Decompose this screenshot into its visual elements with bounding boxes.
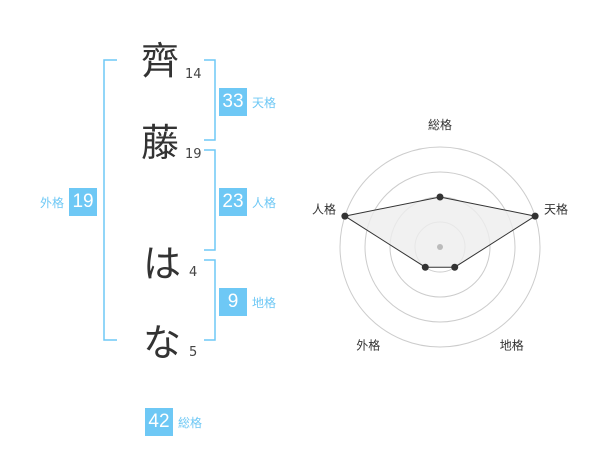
- radar-axis-label: 人格: [312, 201, 336, 216]
- name-char-2: 藤: [141, 121, 180, 165]
- gaikaku-value: 19: [69, 188, 98, 216]
- radar-axis-label: 天格: [544, 201, 568, 216]
- gaikaku-label: 外格: [40, 195, 65, 210]
- soukaku-label: 総格: [178, 415, 203, 430]
- jinkaku-value: 23: [219, 188, 247, 216]
- radar-point-地格: [451, 263, 459, 271]
- jinkaku-badge: 23 人格: [219, 188, 276, 216]
- radar-grid-ring: [364, 171, 516, 323]
- radar-point-人格: [341, 212, 349, 220]
- stroke-count-1: 14: [185, 67, 202, 82]
- name-char-4: な: [143, 321, 182, 365]
- jinkaku-bracket: [204, 149, 216, 251]
- tenkaku-label: 天格: [252, 95, 277, 110]
- chikaku-bracket: [204, 259, 216, 341]
- jinkaku-label: 人格: [252, 195, 277, 210]
- gaikaku-badge: 19 外格: [40, 188, 98, 216]
- stroke-count-2: 19: [185, 147, 202, 162]
- stroke-count-4: 5: [189, 345, 198, 360]
- radar-axis-label: 総格: [428, 117, 452, 132]
- tenkaku-bracket: [204, 59, 216, 141]
- radar-center-dot: [437, 244, 443, 250]
- radar-axis-label: 外格: [356, 338, 380, 353]
- name-char-1: 齊: [141, 39, 180, 83]
- radar-data-polygon: [343, 196, 537, 268]
- chikaku-label: 地格: [252, 295, 277, 310]
- name-char-3: は: [143, 242, 182, 286]
- soukaku-badge: 42 総格: [145, 408, 202, 436]
- radar-axis-label: 地格: [500, 338, 524, 353]
- radar-grid-ring: [339, 146, 541, 348]
- chikaku-value: 9: [219, 288, 247, 316]
- soukaku-value: 42: [145, 408, 173, 436]
- gaikaku-bracket: [103, 59, 117, 341]
- tenkaku-value: 33: [219, 88, 247, 116]
- chikaku-badge: 9 地格: [219, 288, 276, 316]
- tenkaku-badge: 33 天格: [219, 88, 276, 116]
- radar-point-外格: [421, 263, 429, 271]
- radar-point-総格: [436, 193, 444, 201]
- radar-point-天格: [531, 212, 539, 220]
- stroke-count-3: 4: [189, 265, 198, 280]
